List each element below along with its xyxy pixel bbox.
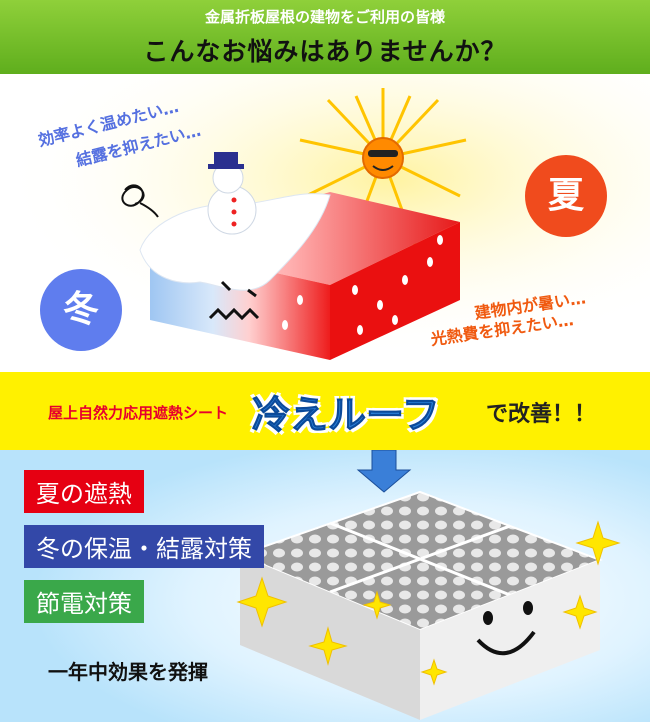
header-banner: 金属折板屋根の建物をご利用の皆様 こんなお悩みはありませんか？ bbox=[0, 0, 650, 74]
solution-illustration bbox=[0, 450, 650, 722]
sun-icon bbox=[362, 137, 404, 179]
building-face bbox=[208, 280, 260, 321]
summer-badge: 夏 bbox=[525, 155, 607, 237]
building-side bbox=[330, 222, 460, 360]
smile-face-icon bbox=[476, 601, 536, 656]
sparkle-icons bbox=[236, 520, 621, 686]
sheet-side bbox=[420, 560, 600, 720]
header-title: こんなお悩みはありませんか？ bbox=[143, 37, 507, 66]
product-band: 屋上自然力応用遮熱シート 冷えルーフ で改善！！ bbox=[0, 372, 650, 450]
product-description: 屋上自然力応用遮熱シート bbox=[48, 404, 229, 422]
header-subtitle: 金属折板屋根の建物をご利用の皆様 bbox=[204, 8, 445, 26]
snowman-icon bbox=[207, 152, 257, 235]
down-arrow-icon bbox=[356, 450, 412, 493]
benefit-winter-insulation: 冬の保温・結露対策 bbox=[24, 525, 264, 568]
product-brand: 冷えルーフ bbox=[252, 393, 441, 438]
benefit-energy-saving: 節電対策 bbox=[24, 580, 144, 623]
winter-badge: 冬 bbox=[40, 269, 122, 351]
year-round-effect: 一年中効果を発揮 bbox=[48, 660, 208, 684]
worry-scribble-icon bbox=[121, 184, 159, 218]
product-suffix: で改善！！ bbox=[486, 402, 597, 427]
benefit-summer-heat-shield: 夏の遮熱 bbox=[24, 470, 144, 513]
